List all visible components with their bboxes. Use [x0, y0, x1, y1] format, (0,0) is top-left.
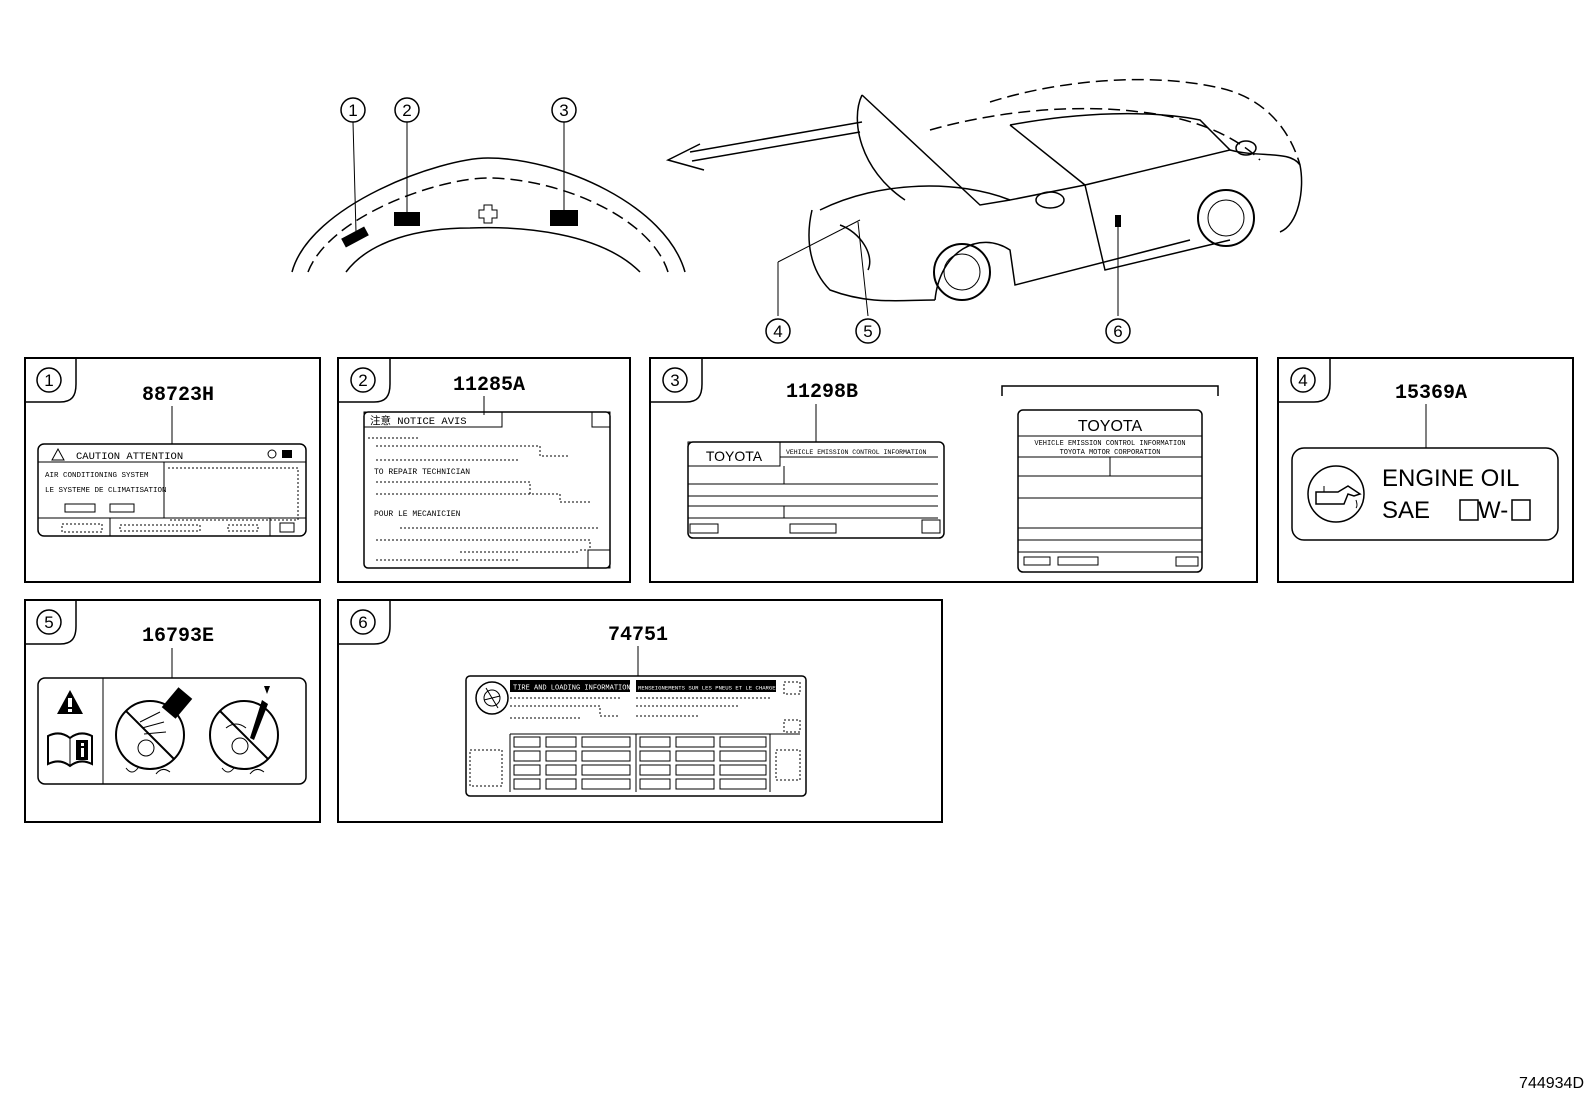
part-number: 74751: [608, 624, 668, 647]
panel-4: 4 15369A ENGINE OIL SAE W-: [1277, 357, 1574, 583]
svg-text:W-: W-: [1478, 497, 1508, 524]
svg-text:LE SYSTEME DE CLIMATISATION: LE SYSTEME DE CLIMATISATION: [45, 487, 167, 495]
panel-3: 3 11298B TOYOTA VEHICLE EMISSION CONTROL…: [649, 357, 1258, 583]
svg-text:2: 2: [358, 371, 367, 390]
callout-3: 3: [551, 97, 577, 123]
label-emission-large: TOYOTA VEHICLE EMISSION CONTROL INFORMAT…: [1017, 409, 1203, 573]
svg-text:3: 3: [559, 101, 568, 120]
svg-text:VEHICLE EMISSION CONTROL INFOR: VEHICLE EMISSION CONTROL INFORMATION: [786, 449, 927, 456]
label-ac-caution: CAUTION ATTENTION AIR CONDITIONING SYSTE…: [37, 443, 307, 537]
svg-text:4: 4: [1298, 371, 1307, 390]
label-emission-small: TOYOTA VEHICLE EMISSION CONTROL INFORMAT…: [687, 441, 945, 539]
part-number: 11285A: [453, 374, 525, 397]
emblem-icon: [478, 204, 498, 224]
svg-text:TOYOTA: TOYOTA: [706, 448, 763, 464]
svg-text:1: 1: [348, 101, 357, 120]
svg-text:RENSEIGNEMENTS SUR LES PNEUS E: RENSEIGNEMENTS SUR LES PNEUS ET LE CHARG…: [638, 685, 790, 692]
svg-text:ENGINE OIL: ENGINE OIL: [1382, 465, 1519, 492]
svg-text:5: 5: [44, 613, 53, 632]
label-location-1: [341, 226, 369, 248]
part-number: 16793E: [142, 625, 214, 648]
label-engine-oil: ENGINE OIL SAE W-: [1291, 447, 1559, 541]
svg-text:1: 1: [44, 371, 53, 390]
manual-book-icon: [47, 732, 93, 768]
svg-text:POUR LE MECANICIEN: POUR LE MECANICIEN: [374, 510, 461, 519]
svg-text:TOYOTA: TOYOTA: [1078, 418, 1143, 435]
svg-text:注意 NOTICE AVIS: 注意 NOTICE AVIS: [370, 414, 467, 428]
svg-text:TO REPAIR TECHNICIAN: TO REPAIR TECHNICIAN: [374, 468, 470, 477]
svg-text:TOYOTA MOTOR CORPORATION: TOYOTA MOTOR CORPORATION: [1060, 449, 1161, 457]
no-sharp-tool-icon: [209, 686, 279, 775]
part-number: 88723H: [142, 384, 214, 407]
direction-arrow: [665, 121, 863, 171]
svg-text:AIR CONDITIONING SYSTEM: AIR CONDITIONING SYSTEM: [45, 472, 149, 480]
part-number: 11298B: [786, 381, 858, 404]
label-location-2: [394, 212, 420, 226]
no-spray-cleaner-icon: [115, 687, 193, 775]
tire-icon: [475, 681, 509, 715]
panel-5: 5 16793E: [24, 599, 321, 823]
hood-underside-sketch: [291, 121, 686, 273]
oil-can-icon: [1307, 465, 1365, 523]
label-notice: 注意 NOTICE AVIS TO REPAIR TECHNICIAN POUR…: [363, 411, 611, 569]
table-grid-right: [639, 736, 767, 790]
svg-text:2: 2: [402, 101, 411, 120]
panel-1: 1 88723H CAUTION ATTENTION AIR CONDITION…: [24, 357, 321, 583]
svg-text:TIRE AND LOADING INFORMATION: TIRE AND LOADING INFORMATION: [513, 685, 631, 693]
callout-2: 2: [394, 97, 420, 123]
svg-text:3: 3: [670, 371, 679, 390]
table-grid-left: [513, 736, 631, 790]
svg-text:5: 5: [863, 322, 872, 341]
callout-1: 1: [340, 97, 366, 123]
car-sketch: [777, 78, 1303, 317]
callout-5: 5: [855, 318, 881, 344]
label-location-3: [550, 210, 578, 226]
svg-text:6: 6: [358, 613, 367, 632]
part-number: 15369A: [1395, 382, 1467, 405]
svg-text:CAUTION ATTENTION: CAUTION ATTENTION: [76, 451, 183, 463]
label-warning-icons: [37, 677, 307, 785]
callout-6: 6: [1105, 318, 1131, 344]
callout-4: 4: [765, 318, 791, 344]
svg-text:VEHICLE EMISSION CONTROL INFOR: VEHICLE EMISSION CONTROL INFORMATION: [1034, 440, 1185, 448]
svg-text:SAE: SAE: [1382, 497, 1430, 524]
panel-2: 2 11285A 注意 NOTICE AVIS TO REPAIR TECHNI…: [337, 357, 631, 583]
svg-text:4: 4: [773, 322, 782, 341]
label-tire-loading: TIRE AND LOADING INFORMATION RENSEIGNEME…: [465, 675, 807, 797]
panel-6: 6 74751 TIRE AND LOADING INFORMATION REN…: [337, 599, 943, 823]
svg-text:6: 6: [1113, 322, 1122, 341]
diagram-id: 744934D: [1519, 1075, 1584, 1092]
